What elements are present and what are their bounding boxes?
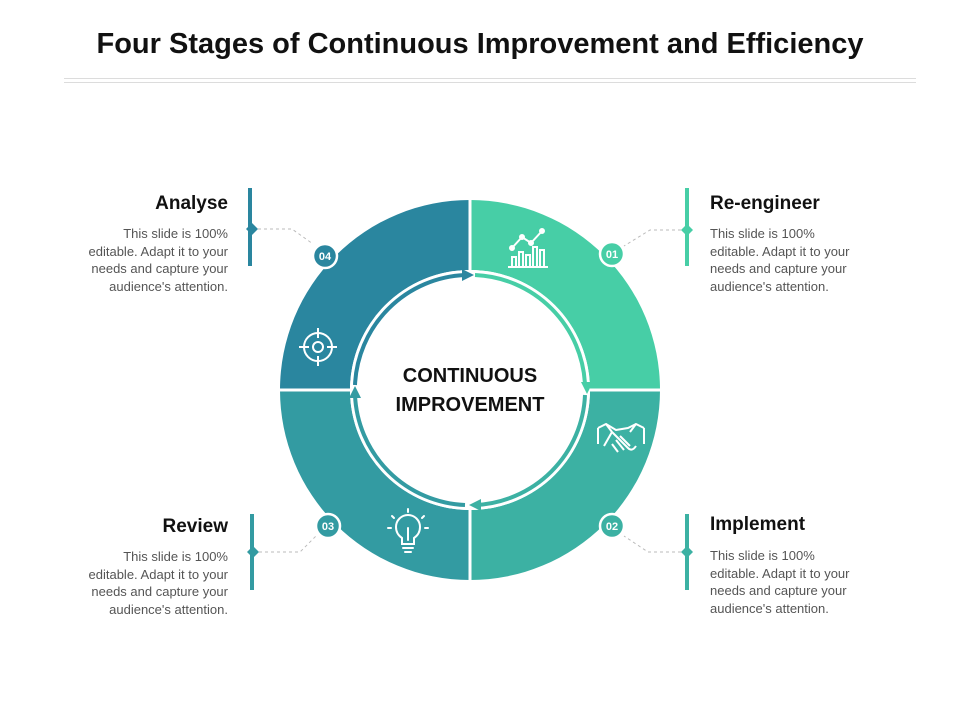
arrow-head-01	[581, 382, 593, 394]
segment-01	[470, 200, 660, 390]
segment-02	[470, 390, 660, 580]
stage-03-desc-line: This slide is 100%	[123, 549, 228, 564]
cycle-arrows	[353, 273, 587, 507]
stage-01-title: Re-engineer	[710, 193, 820, 214]
chart-trend-icon	[508, 228, 548, 268]
stage-03-desc-line: needs and capture your	[91, 584, 228, 599]
stage-01-description: This slide is 100% editable. Adapt it to…	[710, 225, 880, 295]
svg-text:04: 04	[319, 251, 332, 263]
badge-02: 02	[598, 512, 626, 540]
center-label-line2: IMPROVEMENT	[395, 394, 545, 416]
stage-04-desc-line: editable. Adapt it to your	[88, 243, 228, 259]
arrow-arc-02	[474, 394, 587, 507]
title-divider-secondary	[64, 82, 916, 83]
arrow-head-03	[349, 386, 361, 398]
segment-03	[280, 390, 470, 580]
segment-separators	[278, 198, 662, 582]
svg-text:01: 01	[606, 249, 618, 261]
stage-03-desc-line: editable. Adapt it to your	[88, 566, 228, 582]
stage-03-desc-line: audience's attention.	[109, 601, 228, 617]
segment-04	[280, 200, 470, 390]
stage-04-desc-line: This slide is 100%	[123, 226, 228, 241]
diamond-01	[681, 224, 693, 236]
badge-04: 04	[311, 242, 339, 270]
stage-02-title: Implement	[710, 514, 806, 535]
inner-circle	[350, 270, 590, 510]
arrow-arc-04	[353, 273, 466, 386]
center-label-line1: CONTINUOUS	[402, 365, 538, 387]
svg-text:03: 03	[322, 521, 334, 533]
diamond-02	[681, 546, 693, 558]
stage-03-title: Review	[162, 516, 228, 537]
stage-04-desc-line: audience's attention.	[109, 278, 228, 294]
stage-02-desc-line: audience's attention.	[710, 600, 829, 616]
stage-02-desc-line: editable. Adapt it to your	[710, 565, 850, 581]
badge-03: 03	[314, 512, 342, 540]
dashed-connectors	[258, 228, 681, 553]
stage-04-title: Analyse	[155, 193, 228, 214]
stage-04-desc-line: needs and capture your	[91, 261, 228, 276]
handshake-icon	[597, 423, 645, 453]
center-label: CONTINUOUS IMPROVEMENT	[360, 362, 580, 420]
stage-02-desc-line: needs and capture your	[710, 583, 847, 598]
target-icon	[299, 328, 337, 366]
diamond-04	[246, 223, 258, 235]
lightbulb-icon	[387, 508, 429, 553]
page-title: Four Stages of Continuous Improvement an…	[96, 28, 864, 60]
stage-02-desc-line: This slide is 100%	[710, 548, 815, 563]
stage-01-desc-line: editable. Adapt it to your	[710, 243, 850, 259]
stage-02-description: This slide is 100% editable. Adapt it to…	[710, 547, 880, 617]
arrow-arc-01	[474, 273, 587, 386]
badge-01: 01	[598, 240, 626, 268]
stage-04-description: This slide is 100% editable. Adapt it to…	[58, 225, 228, 295]
arrow-arc-03	[353, 394, 466, 507]
svg-text:02: 02	[606, 521, 618, 533]
arrow-head-04	[462, 269, 474, 281]
stage-03-description: This slide is 100% editable. Adapt it to…	[58, 548, 228, 618]
stage-01-desc-line: needs and capture your	[710, 261, 847, 276]
diamond-03	[247, 546, 259, 558]
title-divider	[64, 78, 916, 79]
arrow-head-02	[469, 499, 481, 511]
stage-01-desc-line: This slide is 100%	[710, 226, 815, 241]
stage-01-desc-line: audience's attention.	[710, 278, 829, 294]
